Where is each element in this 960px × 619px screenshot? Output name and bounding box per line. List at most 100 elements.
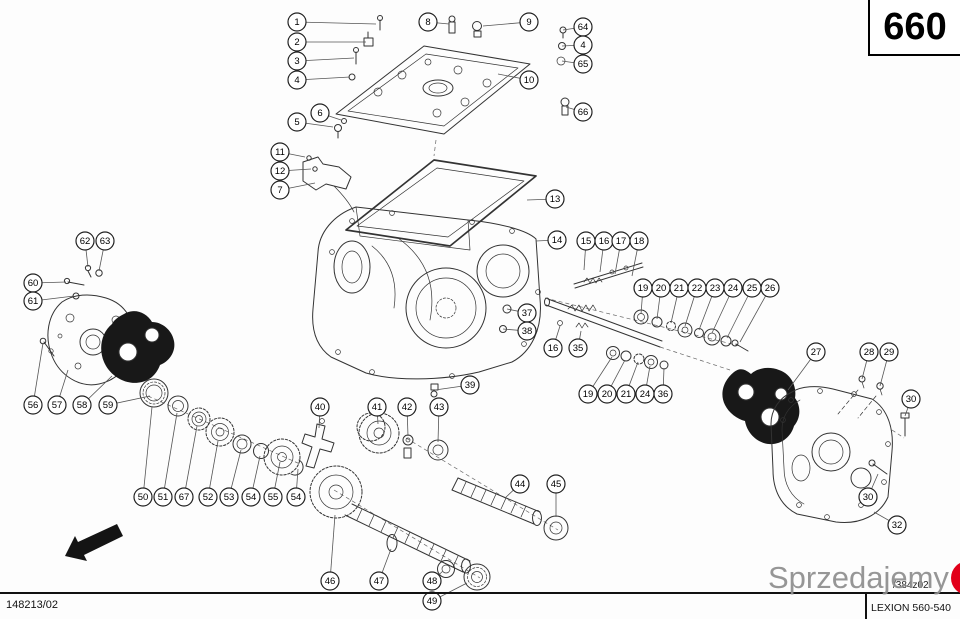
callout-7: 7	[270, 180, 316, 200]
callout-48: 48	[422, 570, 444, 591]
svg-text:16: 16	[548, 343, 559, 354]
svg-text:54: 54	[246, 492, 257, 503]
callout-24: 24	[711, 278, 743, 334]
callout-21: 21	[669, 278, 689, 324]
callout-40: 40	[310, 397, 330, 429]
callout-15: 15	[576, 231, 596, 271]
callout-9: 9	[482, 12, 539, 32]
svg-text:40: 40	[315, 402, 326, 413]
callout-4: 4	[287, 70, 351, 90]
callout-27: 27	[787, 342, 826, 391]
page-number: 660	[883, 5, 947, 48]
svg-text:17: 17	[616, 236, 627, 247]
callout-39: 39	[434, 375, 480, 395]
svg-text:48: 48	[427, 576, 438, 587]
svg-text:27: 27	[811, 347, 822, 358]
part-bracket	[302, 155, 355, 213]
svg-text:1: 1	[294, 17, 299, 28]
callout-3: 3	[287, 51, 355, 71]
svg-text:7: 7	[277, 185, 282, 196]
callout-13: 13	[526, 189, 565, 209]
svg-text:54: 54	[291, 492, 302, 503]
callout-26: 26	[739, 278, 780, 343]
svg-text:24: 24	[728, 283, 739, 294]
callout-53: 53	[219, 449, 242, 507]
callout-59: 59	[98, 395, 151, 415]
part-main-housing	[312, 206, 541, 398]
svg-text:49: 49	[427, 596, 438, 607]
part-top-gasket	[345, 159, 537, 247]
svg-text:24: 24	[640, 389, 651, 400]
svg-text:23: 23	[710, 283, 721, 294]
callout-20: 20	[597, 359, 626, 404]
callout-14: 14	[535, 230, 567, 250]
watermark-text: Sprzedajemy	[768, 560, 949, 595]
callout-38: 38	[502, 321, 537, 341]
part-side-gasket	[101, 311, 175, 383]
callout-16: 16	[543, 325, 563, 358]
callout-32: 32	[873, 511, 907, 535]
callout-21: 21	[616, 361, 639, 404]
callout-28: 28	[859, 342, 879, 380]
callout-19: 19	[578, 356, 613, 404]
svg-text:65: 65	[578, 59, 589, 70]
svg-text:46: 46	[325, 576, 336, 587]
callout-52: 52	[198, 440, 219, 507]
callout-5: 5	[287, 112, 334, 132]
svg-text:19: 19	[638, 283, 649, 294]
svg-text:19: 19	[583, 389, 594, 400]
callout-30: 30	[901, 389, 921, 417]
callout-46: 46	[320, 514, 340, 591]
svg-text:61: 61	[28, 296, 39, 307]
callout-37: 37	[506, 303, 537, 323]
callout-11: 11	[270, 142, 306, 162]
callout-44: 44	[504, 474, 530, 499]
callout-10: 10	[497, 70, 539, 90]
svg-text:44: 44	[515, 479, 526, 490]
svg-text:28: 28	[864, 347, 875, 358]
page-number-box: 660	[868, 0, 960, 56]
part-main-shaft	[309, 465, 491, 591]
footer-divider	[0, 592, 960, 594]
callout-50: 50	[133, 406, 153, 507]
callout-24: 24	[635, 365, 655, 404]
construction-lines	[147, 139, 905, 579]
model-label: LEXION 560-540	[871, 602, 951, 614]
part-end-housing	[770, 375, 910, 524]
svg-text:22: 22	[692, 283, 703, 294]
callout-42: 42	[397, 397, 417, 437]
svg-text:15: 15	[581, 236, 592, 247]
callout-58: 58	[72, 375, 113, 415]
callout-41: 41	[367, 397, 387, 425]
svg-text:35: 35	[573, 343, 584, 354]
svg-text:26: 26	[765, 283, 776, 294]
svg-text:6: 6	[317, 108, 322, 119]
svg-text:57: 57	[52, 400, 63, 411]
svg-text:3: 3	[294, 56, 299, 67]
callout-66: 66	[565, 102, 593, 122]
svg-text:9: 9	[526, 17, 531, 28]
svg-text:62: 62	[80, 236, 91, 247]
drawing-code: /384z02	[893, 580, 929, 591]
callout-12: 12	[270, 161, 312, 181]
callout-18: 18	[629, 231, 649, 277]
callout-8: 8	[418, 12, 450, 32]
svg-text:52: 52	[203, 492, 214, 503]
part-left-fasteners	[39, 264, 103, 357]
part-top-cover-plate	[334, 15, 570, 139]
callout-20: 20	[651, 278, 671, 320]
svg-text:4: 4	[580, 40, 585, 51]
callout-62: 62	[75, 231, 95, 268]
part-shift-fork	[301, 418, 335, 469]
callout-23: 23	[698, 278, 725, 331]
svg-text:12: 12	[275, 166, 286, 177]
svg-text:13: 13	[550, 194, 561, 205]
callout-30: 30	[858, 473, 879, 507]
callout-19: 19	[633, 278, 653, 315]
svg-text:41: 41	[372, 402, 383, 413]
svg-text:58: 58	[77, 400, 88, 411]
callout-16: 16	[594, 231, 614, 273]
svg-text:20: 20	[656, 283, 667, 294]
